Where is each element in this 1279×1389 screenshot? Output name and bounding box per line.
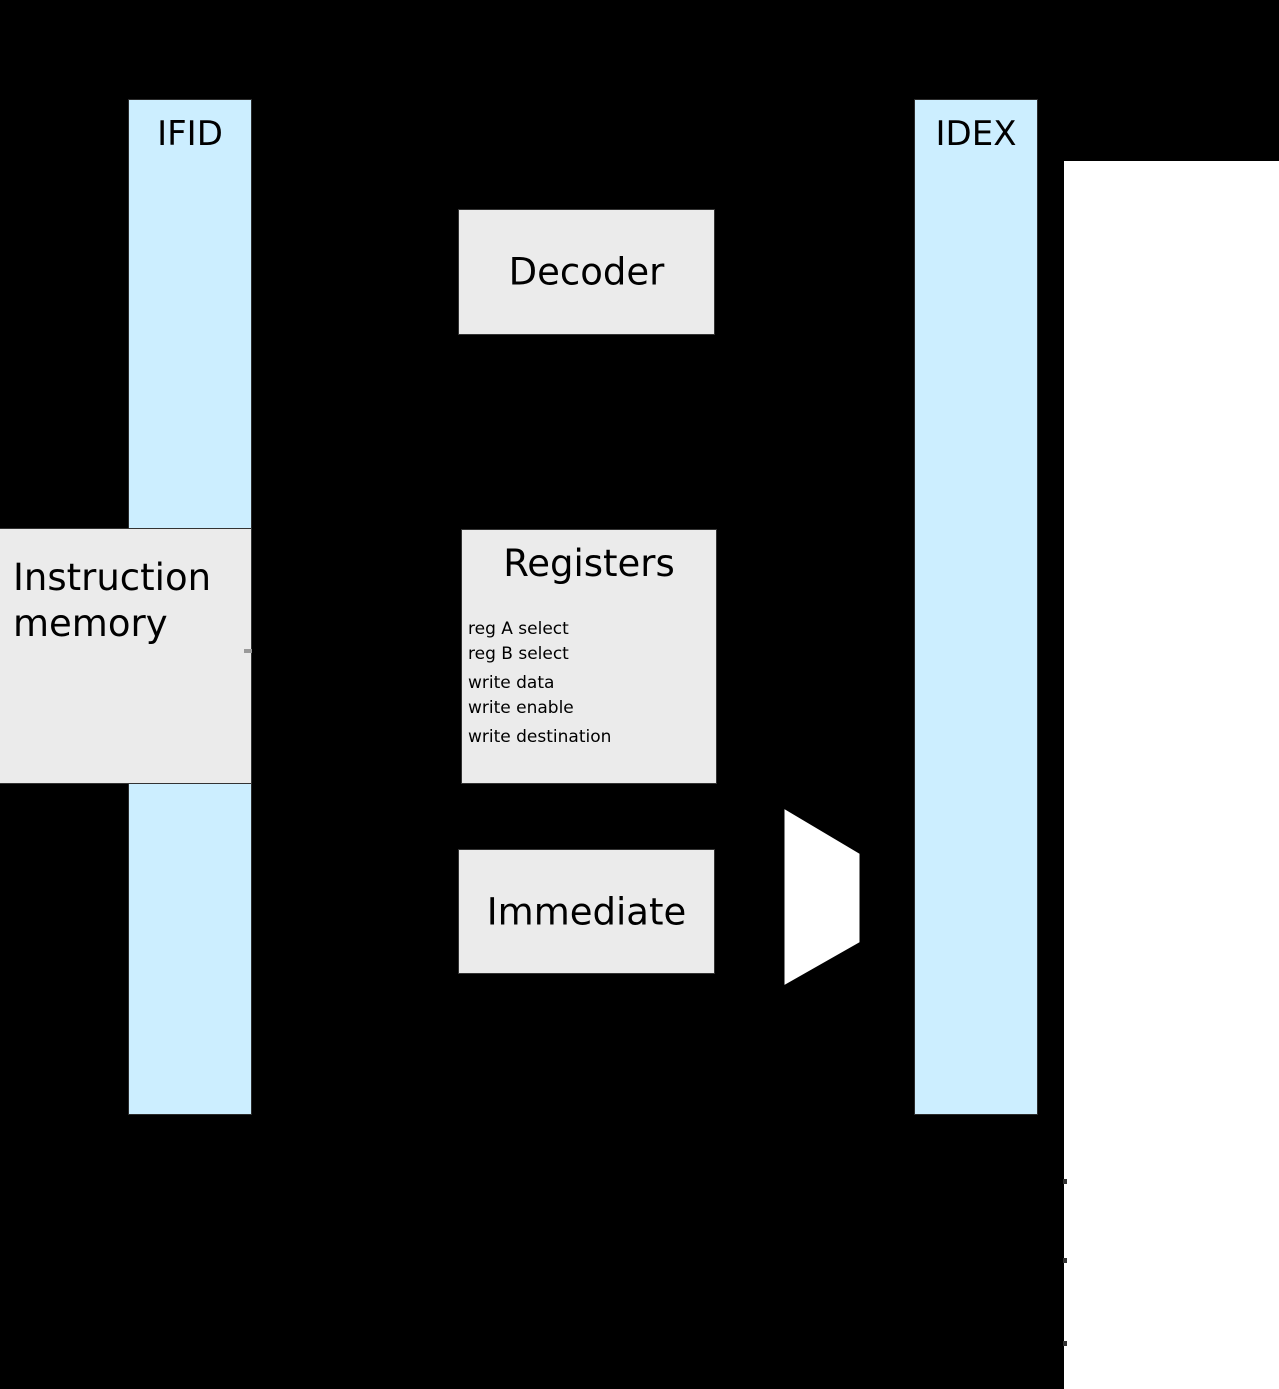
- pipeline-register-ifid-label: IFID: [157, 114, 223, 154]
- registers-unit-label: Registers: [503, 542, 675, 585]
- registers-port-write-destination: write destination: [468, 727, 612, 747]
- registers-unit[interactable]: Registers reg A select reg B select writ…: [461, 529, 717, 784]
- decoder-unit[interactable]: Decoder: [458, 209, 715, 335]
- pipeline-register-idex[interactable]: IDEX: [914, 99, 1038, 1115]
- decoder-unit-label: Decoder: [508, 250, 665, 294]
- multiplexer-shape: [784, 809, 860, 985]
- immediate-unit[interactable]: Immediate: [458, 849, 715, 974]
- panel-edge-nub-1: [1063, 1179, 1067, 1184]
- instruction-memory-unit[interactable]: Instruction memory: [0, 528, 252, 784]
- registers-port-reg-a-select: reg A select: [468, 619, 569, 639]
- panel-edge-nub-3: [1063, 1341, 1067, 1346]
- instruction-memory-output-nub: [244, 649, 252, 653]
- right-white-panel: [1064, 161, 1279, 1389]
- registers-port-write-data: write data: [468, 673, 555, 693]
- panel-edge-nub-2: [1063, 1258, 1067, 1263]
- pipeline-register-idex-label: IDEX: [935, 114, 1017, 154]
- immediate-unit-label: Immediate: [486, 890, 687, 933]
- instruction-memory-label-line1: Instruction: [13, 556, 212, 599]
- registers-port-write-enable: write enable: [468, 698, 574, 718]
- instruction-memory-label: Instruction memory: [13, 555, 245, 647]
- multiplexer[interactable]: [783, 808, 863, 986]
- instruction-memory-label-line2: memory: [13, 602, 168, 645]
- registers-port-reg-b-select: reg B select: [468, 644, 569, 664]
- registers-port-list: reg A select reg B select write data wri…: [468, 617, 710, 750]
